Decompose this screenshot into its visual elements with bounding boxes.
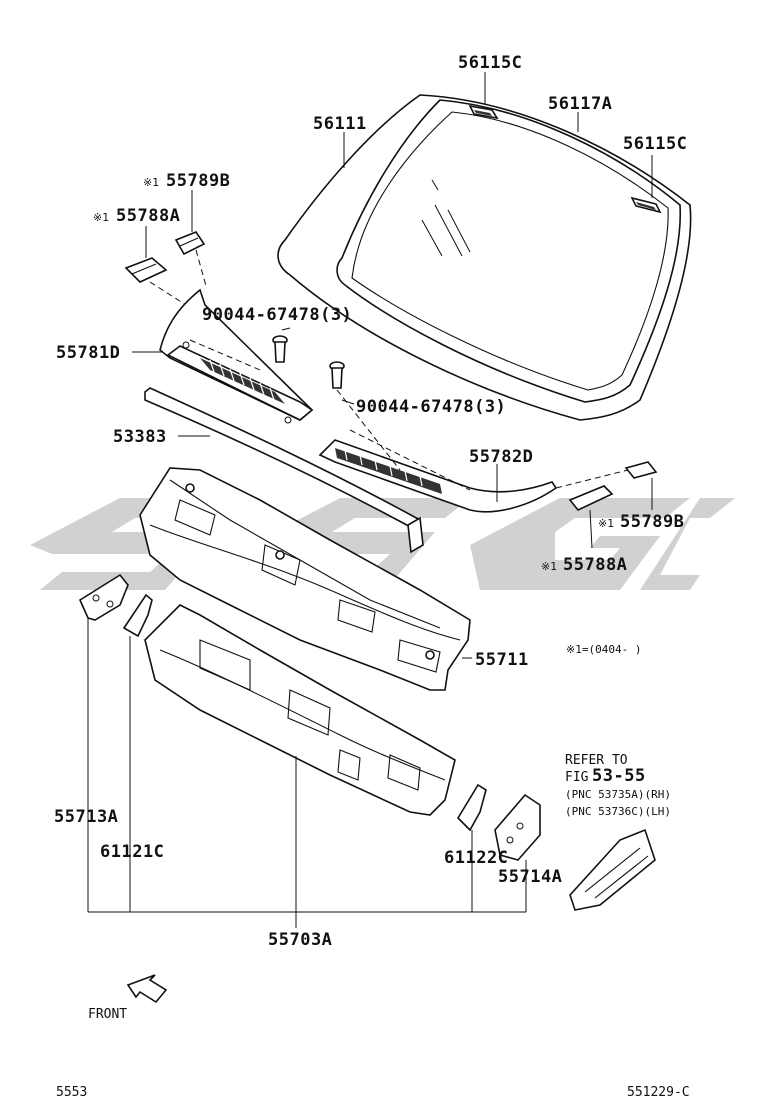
front-arrow-icon bbox=[126, 974, 168, 1004]
label-55703a: 55703A bbox=[268, 930, 332, 950]
label-56115c-right: 56115C bbox=[623, 134, 687, 154]
bracket-55713a bbox=[78, 573, 129, 912]
page-number-left: 5553 bbox=[56, 1085, 87, 1100]
label-55781d: 55781D bbox=[56, 343, 120, 363]
page-number-right: 551229-C bbox=[627, 1085, 690, 1100]
seal-55789b-right bbox=[624, 461, 658, 510]
label-56111: 56111 bbox=[313, 114, 367, 134]
label-90044-lower: 90044-67478(3) bbox=[356, 397, 506, 417]
dam-pad-top bbox=[468, 104, 499, 120]
seal-55788a-left bbox=[124, 257, 168, 283]
cowl-louver-right bbox=[318, 389, 558, 513]
label-55713a: 55713A bbox=[54, 807, 118, 827]
label-55788a-right: 55788A bbox=[563, 555, 627, 575]
watermark-logo bbox=[30, 498, 735, 590]
refer-pnc-rh: (PNC 53735A)(RH) bbox=[565, 788, 671, 801]
refer-fig-prefix: FIG bbox=[565, 770, 589, 785]
dam-pad-right bbox=[630, 196, 662, 214]
label-61121c: 61121C bbox=[100, 842, 164, 862]
label-53383: 53383 bbox=[113, 427, 167, 447]
refer-fig-number: 53-55 bbox=[592, 766, 646, 786]
right-seal-dash bbox=[555, 469, 629, 489]
glass-leaders bbox=[343, 72, 653, 198]
seal-61121c bbox=[122, 593, 153, 912]
label-55714a: 55714A bbox=[498, 867, 562, 887]
bracket-55714a bbox=[494, 793, 541, 912]
mark-55788a-left: ※1 bbox=[93, 211, 109, 224]
seal-55789b-left bbox=[174, 231, 206, 256]
clip-lower bbox=[329, 361, 355, 405]
seal-61122c bbox=[456, 783, 487, 912]
label-55789b-right: 55789B bbox=[620, 512, 684, 532]
label-56117a: 56117A bbox=[548, 94, 612, 114]
clip-upper bbox=[272, 327, 291, 363]
cowl-louver-left bbox=[132, 288, 314, 424]
cowl-top-panel bbox=[139, 467, 472, 691]
cowl-side-panel bbox=[144, 604, 456, 912]
label-56115c-top: 56115C bbox=[458, 53, 522, 73]
hood-weatherstrip bbox=[144, 387, 424, 554]
mark-55788a-right: ※1 bbox=[541, 560, 557, 573]
group-bracket-line bbox=[88, 911, 526, 928]
referenced-panel bbox=[569, 828, 656, 911]
seal-55788a-right bbox=[568, 485, 614, 549]
label-55711: 55711 bbox=[475, 650, 529, 670]
label-55789b-left: 55789B bbox=[166, 171, 230, 191]
refer-line: REFER TO bbox=[565, 753, 628, 768]
label-61122c: 61122C bbox=[444, 848, 508, 868]
label-55788a-left: 55788A bbox=[116, 206, 180, 226]
mark-55789b-right: ※1 bbox=[598, 517, 614, 530]
mark-55789b-left: ※1 bbox=[143, 176, 159, 189]
label-55782d: 55782D bbox=[469, 447, 533, 467]
windshield-glass bbox=[277, 94, 692, 421]
label-90044-upper: 90044-67478(3) bbox=[202, 305, 352, 325]
left-seal-leaders bbox=[145, 190, 207, 306]
refer-pnc-lh: (PNC 53736C)(LH) bbox=[565, 805, 671, 818]
front-label: FRONT bbox=[88, 1007, 127, 1022]
note-date-range: ※1=(0404- ) bbox=[566, 643, 641, 656]
